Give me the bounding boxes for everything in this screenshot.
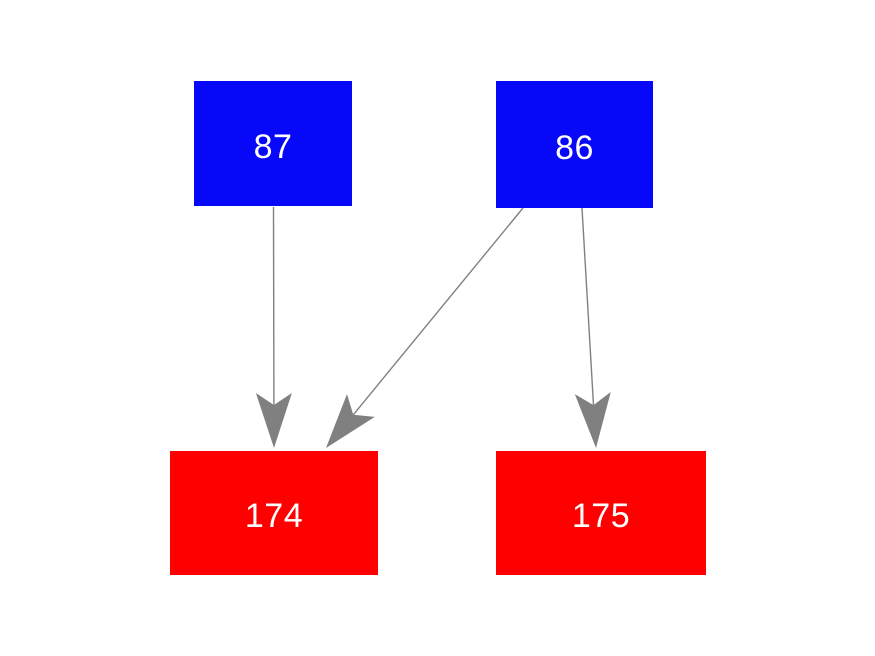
node-label: 86 — [555, 128, 594, 167]
edge-87-174 — [255, 206, 292, 448]
arrowhead-icon — [326, 394, 375, 448]
edge-line — [352, 207, 524, 416]
arrowhead-icon — [255, 392, 292, 448]
node-label: 174 — [244, 497, 304, 535]
arrowhead-icon — [574, 392, 611, 448]
edge-86-175 — [574, 207, 611, 448]
node-label: 87 — [253, 127, 293, 166]
node-175[interactable]: 175 — [496, 451, 706, 575]
node-86[interactable]: 86 — [496, 81, 653, 208]
edge-86-174 — [326, 207, 524, 448]
edge-line — [581, 207, 595, 406]
node-87[interactable]: 87 — [194, 81, 352, 206]
node-174[interactable]: 174 — [170, 451, 378, 575]
node-label: 175 — [571, 497, 631, 535]
